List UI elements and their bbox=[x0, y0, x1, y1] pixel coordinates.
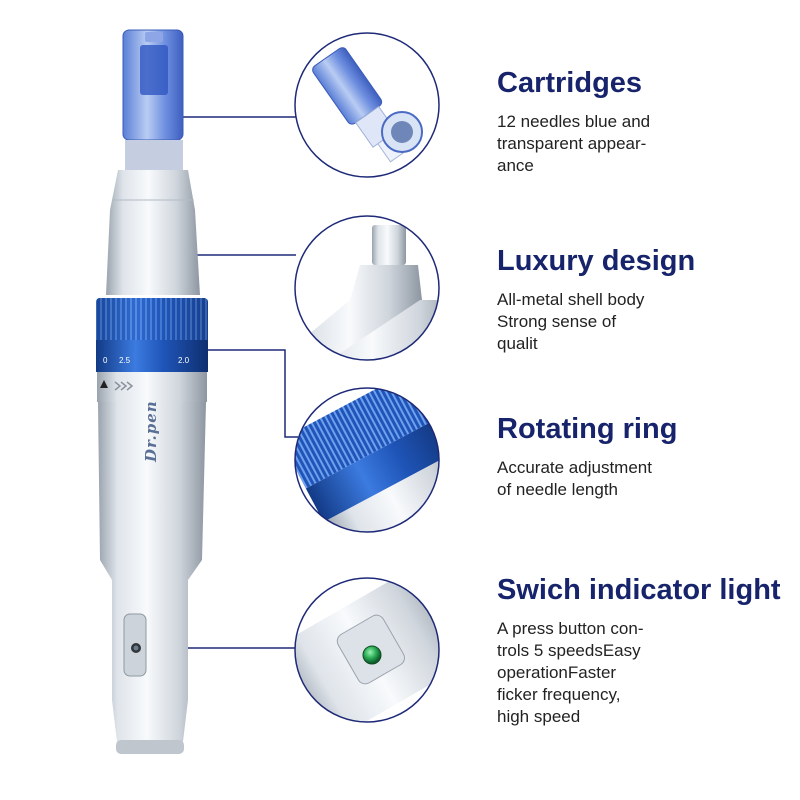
feature-title: Swich indicator light bbox=[497, 574, 781, 606]
triangle-marker-icon bbox=[100, 380, 108, 388]
detail-circle-cartridges bbox=[294, 32, 440, 178]
dial-mark-2-0: 2.0 bbox=[178, 356, 190, 365]
dial-mark-0: 0 bbox=[103, 356, 108, 365]
detail-circle-ring bbox=[294, 387, 440, 533]
feature-indicator-light: Swich indicator light A press button con… bbox=[497, 573, 787, 728]
detail-circle-luxury bbox=[294, 215, 440, 361]
speed-arrows-icon bbox=[114, 381, 134, 391]
indicator-light bbox=[362, 645, 382, 665]
feature-title: Rotating ring bbox=[497, 413, 678, 445]
pen-body bbox=[96, 29, 208, 754]
detail-circle-indicator bbox=[294, 577, 440, 723]
feature-description: A press button con- trols 5 speedsEasy o… bbox=[497, 619, 644, 726]
feature-luxury-design: Luxury design All-metal shell body Stron… bbox=[497, 244, 787, 355]
feature-title: Cartridges bbox=[497, 67, 643, 99]
feature-title: Luxury design bbox=[497, 245, 696, 277]
feature-description: Accurate adjustment of needle length bbox=[497, 458, 652, 499]
feature-rotating-ring: Rotating ring Accurate adjustment of nee… bbox=[497, 412, 787, 501]
feature-description: All-metal shell body Strong sense of qua… bbox=[497, 290, 645, 353]
feature-description: 12 needles blue and transparent appear- … bbox=[497, 112, 651, 175]
brand-label: Dr.pen bbox=[142, 400, 160, 462]
dial-mark-2-5: 2.5 bbox=[119, 356, 131, 365]
feature-cartridges: Cartridges 12 needles blue and transpare… bbox=[497, 66, 787, 177]
